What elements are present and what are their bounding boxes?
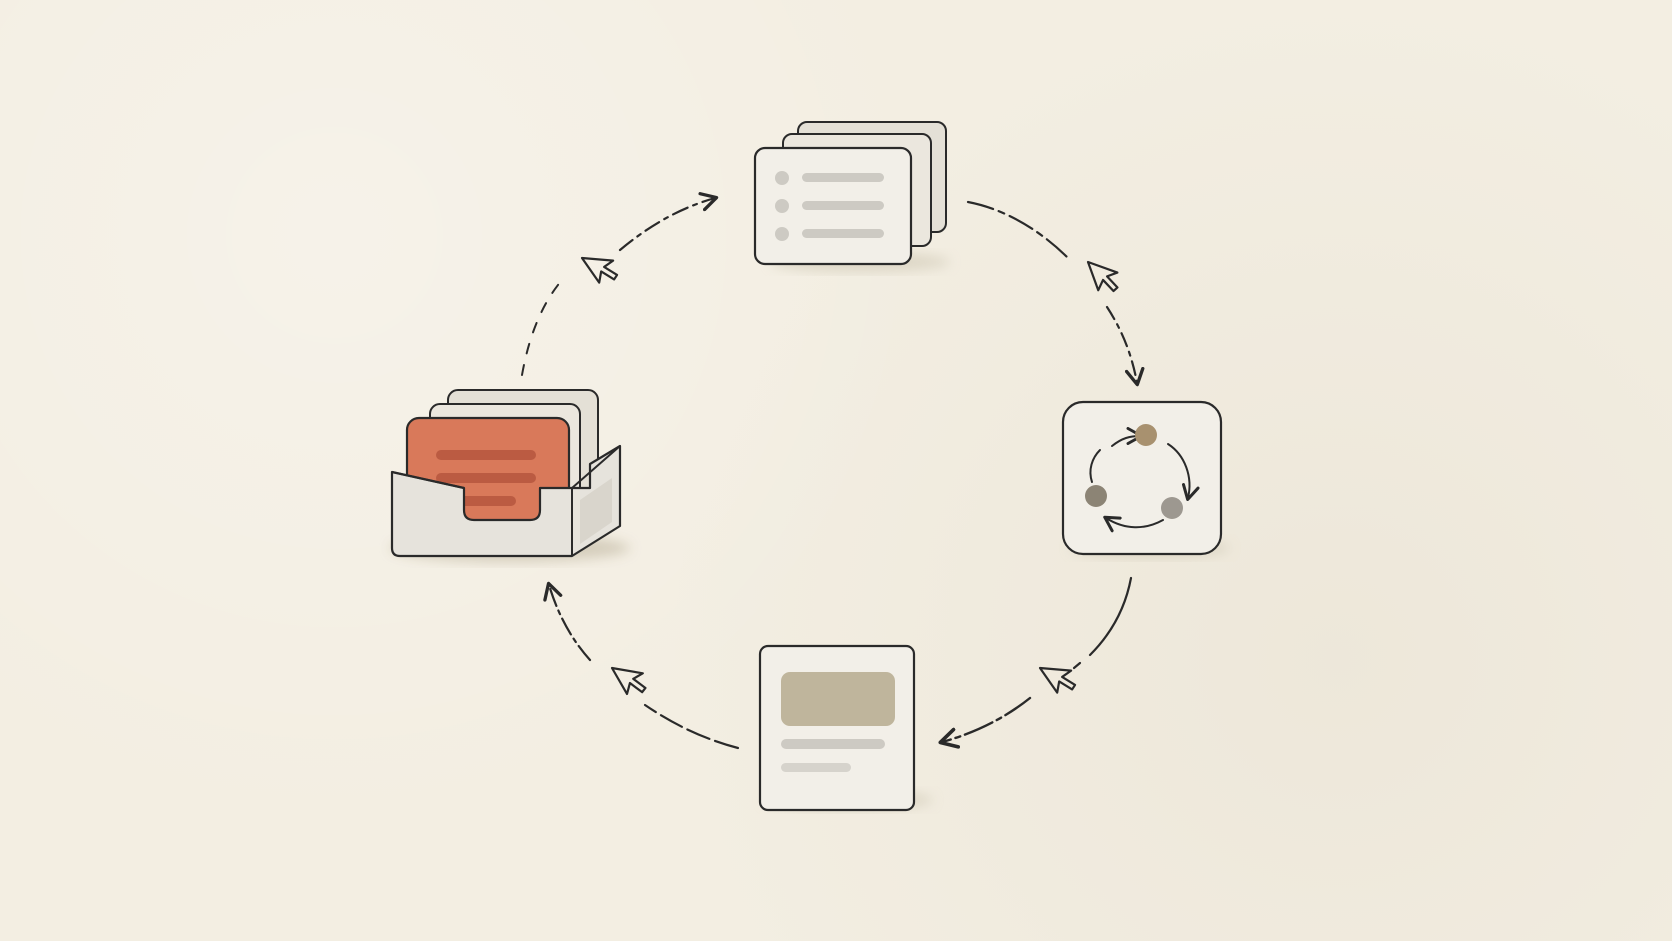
- cursor-arrow-icon: [580, 256, 619, 284]
- node-process-cycle: [1061, 400, 1230, 558]
- node-stacked-list-documents: [753, 121, 950, 272]
- cursor-arrow-icon: [1038, 666, 1077, 694]
- edge-inbox-to-list: [521, 192, 719, 376]
- node-content-card: [758, 644, 933, 812]
- cycle-process-icon: [1061, 400, 1223, 556]
- edge-card-to-inbox: [543, 581, 740, 750]
- content-card-icon: [758, 644, 916, 812]
- cursor-arrow-icon: [1086, 260, 1119, 293]
- edge-cycle-to-card: [938, 576, 1133, 749]
- node-inbox-tray: [390, 389, 630, 562]
- inbox-tray-icon: [390, 389, 622, 558]
- edge-list-to-cycle: [966, 200, 1145, 387]
- cursor-arrow-icon: [610, 666, 647, 696]
- stacked-list-documents-icon: [753, 121, 947, 266]
